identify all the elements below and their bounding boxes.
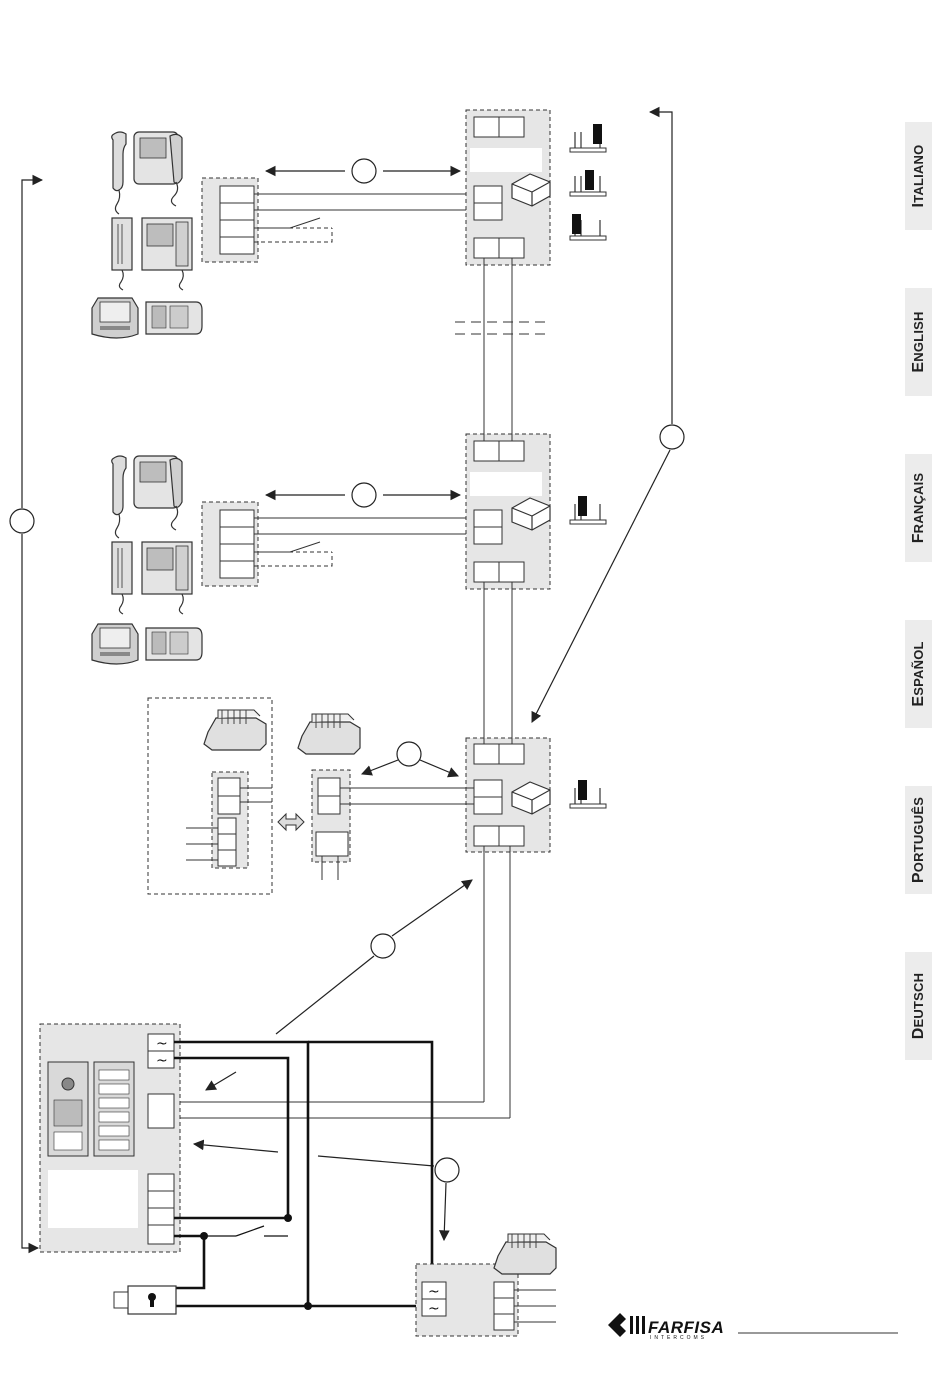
power-symbol: ~: [156, 1053, 168, 1069]
user-terminal-middle: [202, 502, 258, 586]
power-supply: ~ ~: [416, 1234, 556, 1336]
tab-portugues[interactable]: PORTUGUÊS: [905, 786, 932, 894]
door-release-switch: [204, 1226, 288, 1236]
interface-module: [148, 698, 474, 894]
electric-lock: [114, 1286, 176, 1314]
user-station-group-top: [92, 132, 202, 338]
power-symbol: ~: [428, 1301, 440, 1317]
user-station-group-middle: [92, 456, 202, 664]
distributor-bottom: [466, 738, 550, 852]
tab-espanol[interactable]: ESPAÑOL: [905, 620, 932, 728]
tab-english[interactable]: ENGLISH: [905, 288, 932, 396]
jumper-settings: [570, 124, 606, 808]
interface-indicators: [276, 742, 472, 1034]
distributor-top: [466, 110, 550, 265]
entrance-arrows: [194, 1072, 459, 1240]
riser-cable: [174, 258, 545, 1118]
power-wiring: [174, 1042, 432, 1308]
tab-italiano[interactable]: ITALIANO: [905, 122, 932, 230]
power-symbol: ~: [156, 1036, 168, 1052]
tab-deutsch[interactable]: DEUTSCH: [905, 952, 932, 1060]
user-wires: [254, 194, 474, 566]
brand-tagline: INTERCOMS: [650, 1335, 707, 1341]
power-symbol: ~: [428, 1284, 440, 1300]
tab-francais[interactable]: FRANÇAIS: [905, 454, 932, 562]
entrance-panel: ~ ~: [40, 1024, 180, 1252]
user-terminal-top: [202, 178, 258, 262]
farfisa-logo-icon: [608, 1313, 645, 1337]
distributor-middle: [466, 434, 550, 589]
